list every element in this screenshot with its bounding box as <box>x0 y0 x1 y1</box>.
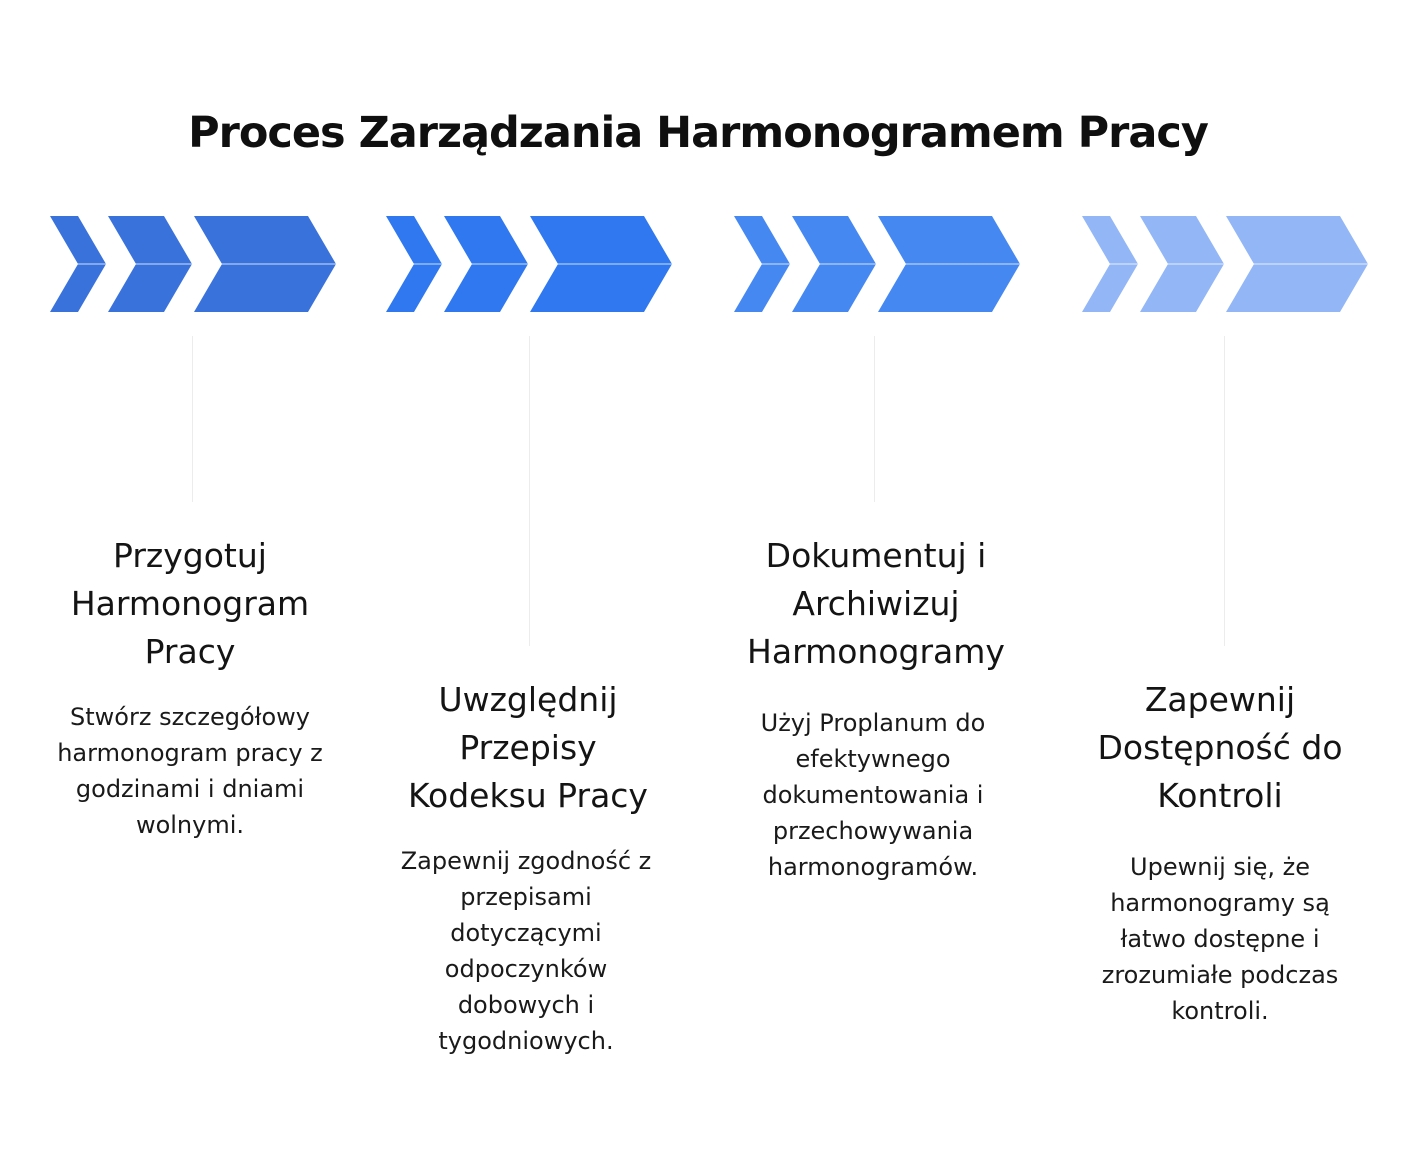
step-2-chevron-small-1 <box>386 216 442 312</box>
step-2-heading: Uwzględnij Przepisy Kodeksu Pracy <box>408 680 648 815</box>
step-1-chevron-group <box>50 216 340 312</box>
step-3-heading: Dokumentuj i Archiwizuj Harmonogramy <box>747 536 1005 671</box>
step-1-description: Stwórz szczegółowy harmonogram pracy z g… <box>57 703 323 839</box>
step-1-chevron-small-1 <box>50 216 106 312</box>
step-3-chevron-small-1 <box>734 216 790 312</box>
step-4-description: Upewnij się, że harmonogramy są łatwo do… <box>1101 853 1339 1025</box>
step-2-chevron-small-2 <box>444 216 528 312</box>
step-4-chevron-small-2 <box>1140 216 1224 312</box>
step-4-chevron-small-1 <box>1082 216 1138 312</box>
step-2-chevron-group <box>386 216 676 312</box>
step-3-connector <box>874 336 875 502</box>
step-2-connector <box>529 336 530 646</box>
step-2-description: Zapewnij zgodność z przepisami dotyczący… <box>400 847 652 1055</box>
step-3-description: Użyj Proplanum do efektywnego dokumentow… <box>760 709 986 881</box>
step-1-heading: Przygotuj Harmonogram Pracy <box>70 536 310 671</box>
diagram-title: Proces Zarządzania Harmonogramem Pracy <box>188 108 1209 158</box>
step-4-heading: Zapewnij Dostępność do Kontroli <box>1097 680 1343 815</box>
step-3-chevron-small-2 <box>792 216 876 312</box>
step-4-connector <box>1224 336 1225 646</box>
step-1-chevron-small-2 <box>108 216 192 312</box>
step-4-chevron-group <box>1082 216 1372 312</box>
step-1-chevron-large <box>194 216 336 312</box>
step-3-chevron-group <box>734 216 1024 312</box>
step-1-connector <box>192 336 193 502</box>
step-2-chevron-large <box>530 216 672 312</box>
step-4-chevron-large <box>1226 216 1368 312</box>
step-3-chevron-large <box>878 216 1020 312</box>
